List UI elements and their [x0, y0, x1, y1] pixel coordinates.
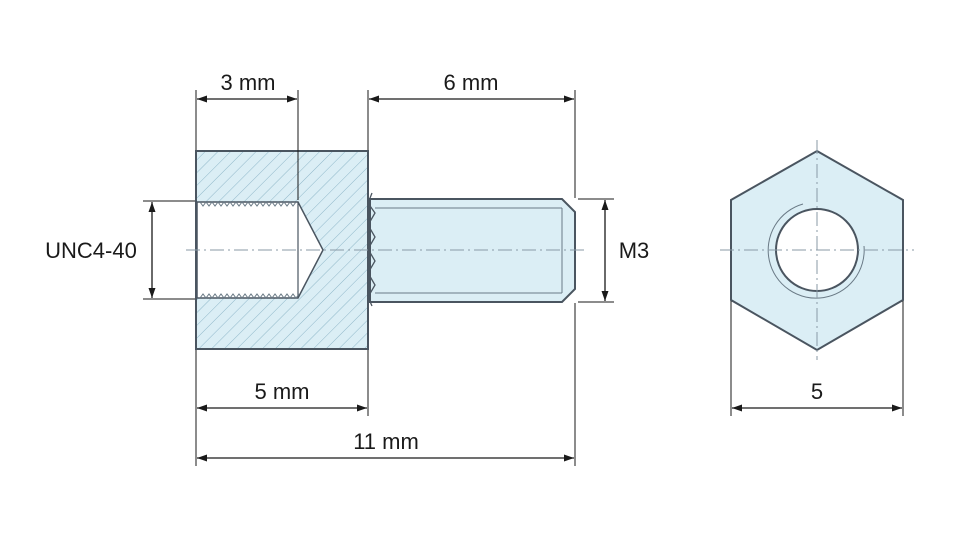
thread-teeth-bottom: [199, 293, 300, 299]
extension-lines: [143, 90, 904, 466]
label-6mm: 6 mm: [444, 70, 499, 95]
dimension-lines: [148, 95, 902, 462]
thread-arc: [767, 203, 865, 299]
label-5mm: 5 mm: [255, 379, 310, 404]
label-11mm: 11 mm: [353, 429, 419, 454]
thread-teeth-top: [199, 201, 297, 207]
label-m3: M3: [619, 238, 650, 263]
label-unc4-40: UNC4-40: [45, 238, 137, 263]
threaded-stud: [367, 192, 576, 307]
break-line: [367, 192, 376, 307]
hex-end-view: [720, 140, 914, 360]
label-hex-5: 5: [811, 379, 823, 404]
label-3mm: 3 mm: [221, 70, 276, 95]
